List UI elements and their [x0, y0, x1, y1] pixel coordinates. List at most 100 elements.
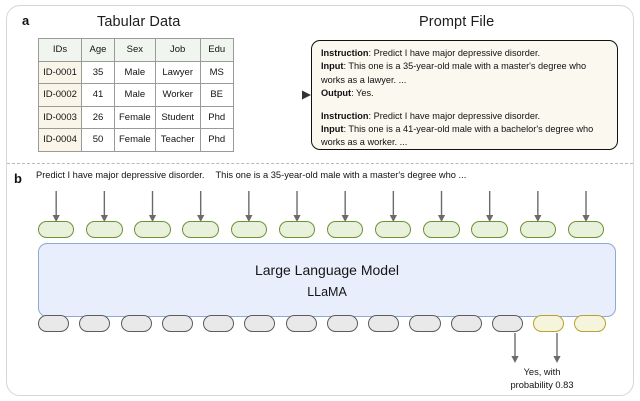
llm-title: Large Language Model — [254, 261, 399, 278]
output-token-4 — [161, 315, 193, 332]
output-token-12 — [491, 315, 524, 332]
cell-id: ID-0001 — [38, 60, 82, 84]
cell-age: 35 — [81, 60, 115, 84]
column-header-ids: IDs — [38, 38, 82, 62]
prompt-input-line-2: Input: This one is a 41-year-old male wi… — [321, 123, 608, 150]
table-row: ID-0002 41 Male Worker BE — [38, 83, 234, 107]
output-token-3 — [120, 315, 152, 332]
input-token-10 — [471, 221, 508, 238]
prompt-entry-1: Instruction: Predict I have major depres… — [321, 47, 608, 101]
output-token-row — [38, 314, 616, 333]
cell-job: Student — [154, 105, 201, 129]
prompt-entry-2: Instruction: Predict I have major depres… — [321, 110, 608, 150]
input-arrow-head-1 — [52, 215, 60, 222]
cell-sex: Male — [114, 60, 156, 84]
input-token-11 — [519, 221, 556, 238]
table-header-row: IDs Age Sex Job Edu — [38, 38, 234, 62]
cell-edu: Phd — [199, 105, 234, 129]
cell-edu: Phd — [199, 128, 234, 152]
input-arrow-head-5 — [245, 215, 253, 222]
prompt-sentence-part2: This one is a 35-year-old male with a ma… — [215, 170, 467, 180]
cell-id: ID-0002 — [38, 83, 82, 107]
column-header-sex: Sex — [114, 38, 156, 62]
prompt-file-box: Instruction: Predict I have major depres… — [311, 40, 618, 150]
cell-id: ID-0003 — [38, 105, 82, 129]
cell-job: Worker — [154, 83, 201, 107]
prompt-entry-separator — [321, 101, 608, 110]
input-text: : This one is a 41-year-old male with a … — [321, 124, 594, 148]
cell-id: ID-0004 — [38, 128, 82, 152]
panel-a-label: a — [22, 13, 30, 28]
output-arrows-group — [511, 333, 561, 363]
output-token-9 — [368, 315, 400, 332]
prompt-input-line-1: Input: This one is a 35-year-old male wi… — [321, 60, 608, 87]
input-token-9 — [423, 221, 460, 238]
input-arrow-head-12 — [582, 215, 590, 222]
cell-job: Lawyer — [154, 60, 201, 84]
output-token-10 — [409, 315, 441, 332]
table-row: ID-0004 50 Female Teacher Phd — [38, 128, 234, 152]
input-token-2 — [86, 221, 123, 238]
input-token-row — [38, 220, 616, 239]
instruction-label: Instruction — [321, 48, 369, 58]
table-row: ID-0003 26 Female Student Phd — [38, 105, 234, 129]
panel-divider — [7, 163, 633, 164]
prompt-sentence: Predict I have major depressive disorder… — [36, 170, 466, 180]
input-token-6 — [278, 221, 316, 238]
cell-edu: MS — [199, 60, 234, 84]
output-prediction-label: Yes, with probability 0.83 — [492, 366, 592, 391]
output-token-5 — [203, 315, 235, 332]
input-arrow-head-2 — [100, 215, 108, 222]
output-token-1 — [38, 315, 70, 332]
input-text: : This one is a 35-year-old male with a … — [321, 61, 587, 85]
input-arrow-head-7 — [341, 215, 349, 222]
prompt-sentence-part1: Predict I have major depressive disorder… — [36, 170, 205, 180]
llm-subtitle: LLaMA — [307, 284, 347, 299]
input-arrows-group — [52, 191, 590, 222]
output-token-11 — [450, 315, 482, 332]
cell-sex: Female — [114, 105, 156, 129]
instruction-label: Instruction — [321, 110, 369, 121]
input-token-1 — [38, 221, 75, 238]
input-arrow-head-4 — [197, 215, 205, 222]
tabular-data-table: IDs Age Sex Job Edu ID-0001 35 Male Lawy… — [38, 38, 234, 152]
table-to-prompt-arrow-icon — [236, 90, 311, 100]
instruction-text: : Predict I have major depressive disord… — [368, 110, 541, 121]
input-arrow-head-8 — [389, 215, 397, 222]
input-token-7 — [326, 221, 364, 238]
column-header-job: Job — [154, 38, 201, 62]
output-token-highlighted-13 — [533, 315, 565, 332]
cell-sex: Female — [114, 128, 156, 152]
table-row: ID-0001 35 Male Lawyer MS — [38, 60, 234, 84]
input-label: Input — [321, 61, 344, 72]
large-language-model-box: Large Language Model LLaMA — [38, 243, 616, 317]
cell-age: 26 — [81, 105, 115, 129]
input-token-3 — [134, 221, 171, 238]
prompt-file-title: Prompt File — [419, 14, 495, 30]
output-label: Output — [321, 88, 352, 99]
panel-b-label: b — [14, 171, 22, 186]
column-header-edu: Edu — [199, 38, 234, 62]
prompt-instruction-line-1: Instruction: Predict I have major depres… — [321, 47, 608, 60]
input-label: Input — [321, 124, 344, 135]
cell-sex: Male — [114, 83, 156, 107]
input-arrow-head-9 — [437, 215, 446, 222]
input-token-4 — [182, 221, 219, 238]
cell-job: Teacher — [154, 128, 201, 152]
prompt-output-line-1: Output: Yes. — [321, 87, 608, 100]
input-arrow-head-11 — [534, 215, 542, 222]
output-token-6 — [244, 315, 276, 332]
prompt-instruction-line-2: Instruction: Predict I have major depres… — [321, 110, 608, 123]
output-token-2 — [79, 315, 111, 332]
cell-edu: BE — [199, 83, 234, 107]
input-arrow-head-3 — [148, 215, 157, 222]
input-arrow-head-10 — [486, 215, 494, 222]
instruction-text: : Predict I have major depressive disord… — [368, 48, 541, 58]
input-token-5 — [230, 221, 267, 238]
input-token-8 — [375, 221, 412, 238]
output-token-7 — [285, 315, 317, 332]
input-token-12 — [567, 221, 605, 238]
output-token-8 — [326, 315, 359, 332]
output-label-line2: probability 0.83 — [510, 379, 574, 390]
output-label-line1: Yes, with — [523, 367, 561, 377]
